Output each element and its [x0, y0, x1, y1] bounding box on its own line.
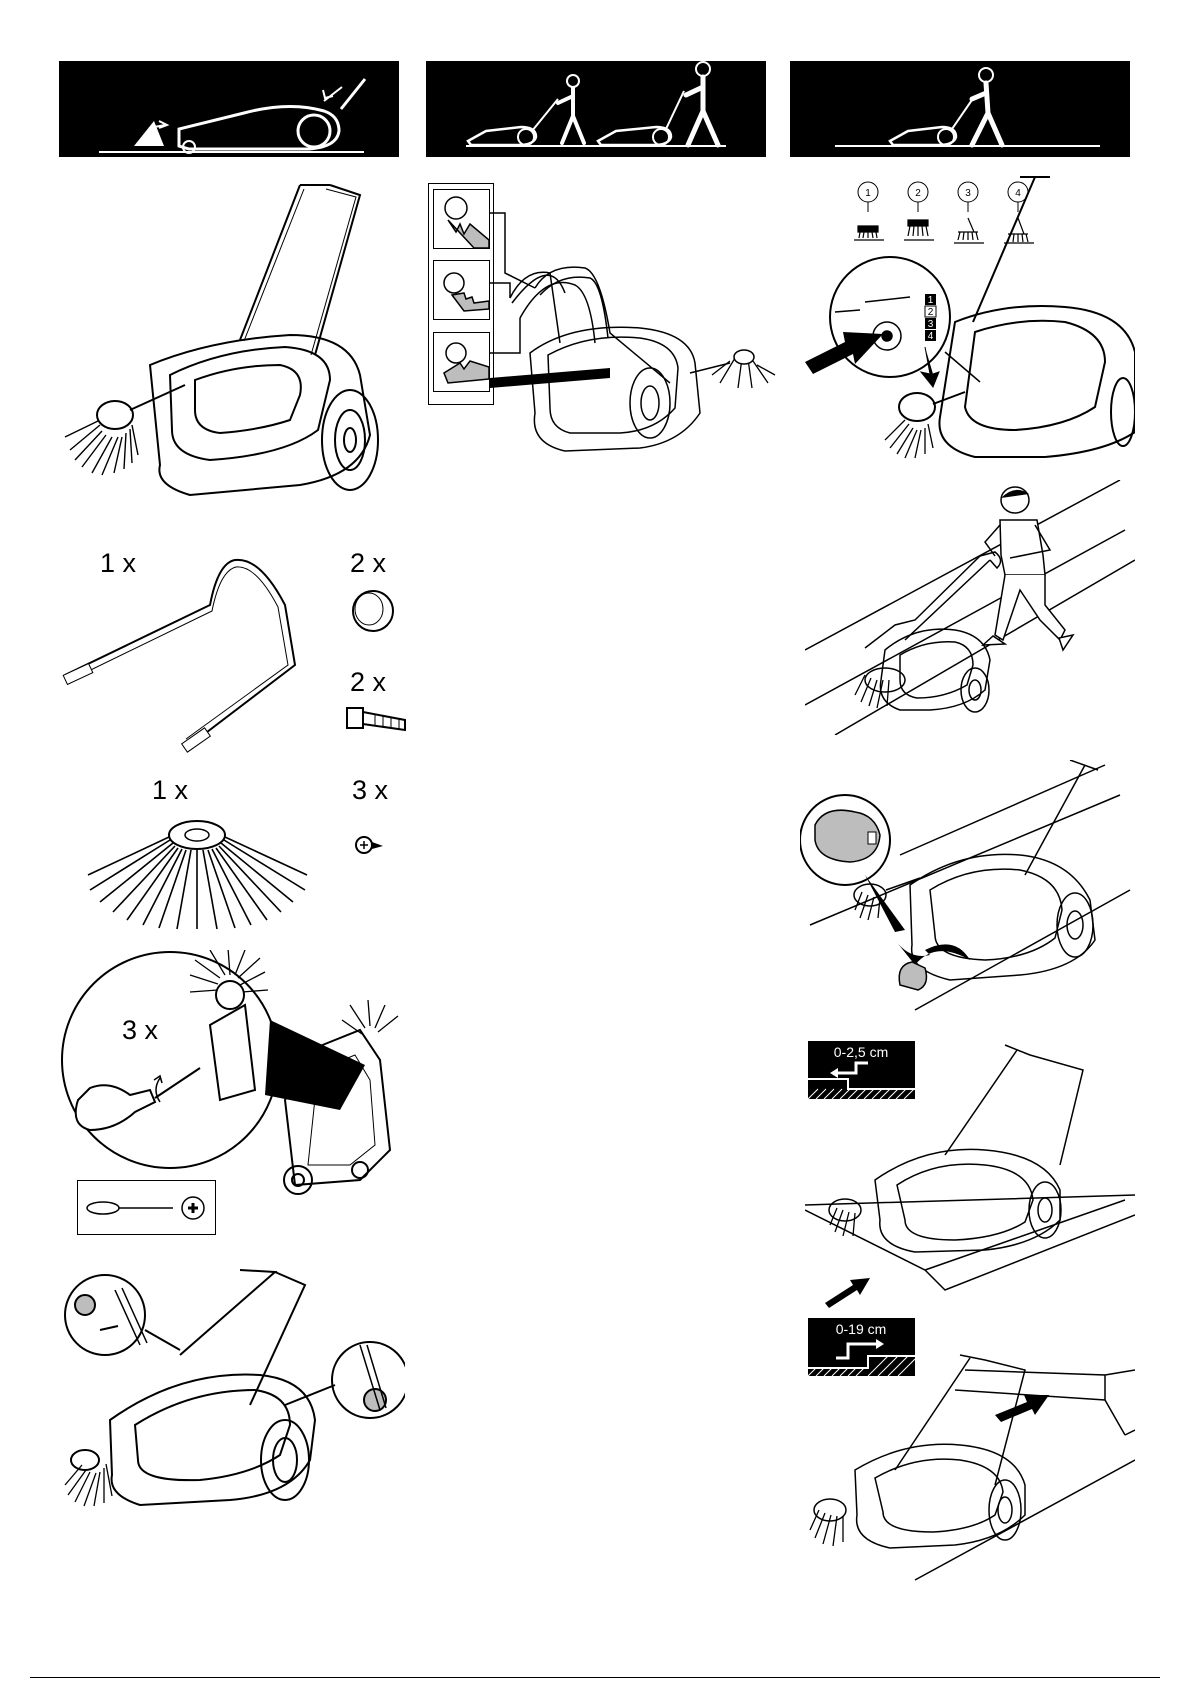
curb-up-illustration — [805, 1340, 1135, 1585]
dial-position-label: 3 — [928, 319, 934, 330]
handle-position-box-3 — [433, 332, 490, 392]
handle-lock-icon — [434, 333, 489, 391]
handle-attachment-illustration — [60, 1260, 405, 1515]
header-panel-pushing — [790, 61, 1130, 157]
dial-position-label: 4 — [928, 331, 934, 342]
direction-arrow-icon — [825, 1278, 870, 1308]
screwdriver-legend-box — [77, 1180, 216, 1235]
handle-part-illustration — [60, 555, 320, 755]
handle-lock-icon — [434, 190, 489, 248]
direction-arrow-icon — [995, 1395, 1049, 1422]
page-bottom-rule — [30, 1677, 1160, 1678]
header-panel-walking — [426, 61, 766, 157]
transport-sweeper-icon — [59, 61, 399, 157]
screw-part-icon — [355, 832, 385, 858]
bolt-quantity: 2 x — [350, 667, 386, 698]
side-brush-part-illustration — [85, 810, 310, 930]
screw-quantity: 3 x — [352, 775, 388, 806]
header-panel-transport — [59, 61, 399, 157]
knob-part-icon — [345, 585, 405, 635]
emptying-container-illustration — [800, 760, 1135, 1015]
screwdriver-icon — [78, 1181, 215, 1234]
side-brush-icon — [810, 1510, 843, 1546]
handle-position-box-2 — [433, 260, 490, 320]
handle-position-box-1 — [433, 189, 490, 249]
brush-height-adjust-illustration: 1 2 3 4 — [805, 172, 1135, 462]
dust-container-icon — [815, 810, 880, 862]
dial-position-label: 2 — [928, 307, 934, 318]
curb-down-illustration — [805, 1040, 1135, 1330]
man-sweeping-illustration — [805, 480, 1135, 735]
handle-positions-illustration — [490, 183, 780, 463]
handle-lock-icon — [434, 261, 489, 319]
dial-position-label: 1 — [928, 295, 934, 306]
side-brush-icon — [830, 1208, 855, 1236]
sweeper-overview-illustration — [60, 175, 400, 515]
side-brush-icon — [885, 420, 933, 458]
assembly-screw-quantity: 3 x — [122, 1015, 158, 1046]
bolt-part-icon — [345, 700, 415, 740]
pushing-person-icon — [790, 61, 1130, 157]
side-brush-icon — [65, 421, 138, 475]
walking-person-icon — [426, 61, 766, 157]
brush-quantity: 1 x — [152, 775, 188, 806]
knob-quantity: 2 x — [350, 548, 386, 579]
